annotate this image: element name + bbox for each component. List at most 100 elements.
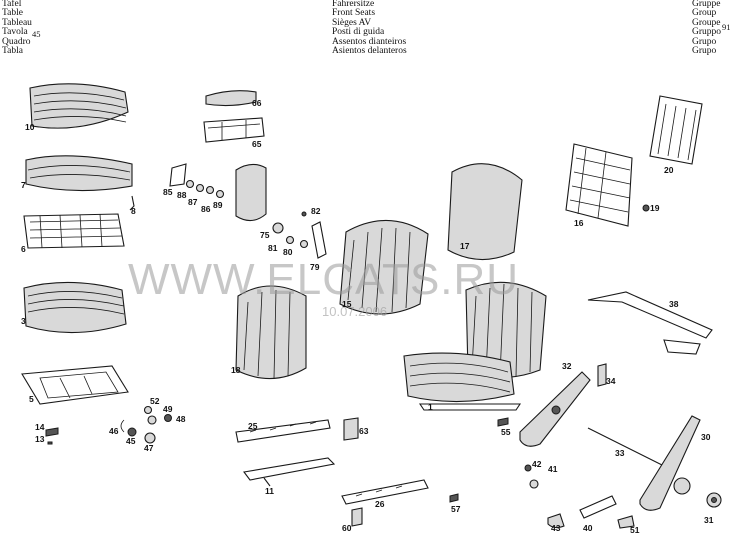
part-32-recliner-plate[interactable]: [519, 371, 591, 447]
header-title-column: Fahrersitze Front Seats Sièges AV Posti …: [332, 0, 407, 56]
part-60-block[interactable]: [351, 507, 363, 527]
part-label-3: 3: [21, 316, 26, 326]
part-label-81: 81: [268, 243, 278, 253]
part-41-42-clip[interactable]: [524, 464, 539, 489]
part-10-cushion-cover[interactable]: [29, 83, 129, 129]
part-6-spring-frame[interactable]: [23, 213, 125, 249]
part-label-86: 86: [201, 204, 211, 214]
part-label-88: 88: [177, 190, 187, 200]
part-19-grommet[interactable]: [642, 204, 650, 212]
part-label-47: 47: [144, 443, 154, 453]
group-es: Grupo: [692, 46, 717, 57]
part-label-41: 41: [548, 464, 558, 474]
part-31-knob[interactable]: [706, 492, 722, 508]
part-label-26: 26: [375, 499, 385, 509]
part-3-cushion[interactable]: [23, 281, 127, 334]
title-it: Posti di guida: [332, 27, 385, 38]
part-label-79: 79: [310, 262, 320, 272]
part-40-51-43-levers[interactable]: [547, 495, 635, 529]
header-table-de: Tafel: [2, 0, 22, 9]
part-label-40: 40: [583, 523, 593, 533]
part-label-11: 11: [265, 486, 274, 496]
part-label-13: 13: [35, 434, 45, 444]
part-26-rail[interactable]: [341, 479, 429, 505]
part-label-87: 87: [188, 197, 198, 207]
part-17-backrest-cover[interactable]: [447, 163, 523, 261]
part-65-tray[interactable]: [203, 117, 265, 143]
part-label-63: 63: [359, 426, 369, 436]
group-number: 91: [722, 22, 731, 32]
group-en: Group: [692, 8, 717, 19]
part-63-block[interactable]: [343, 417, 359, 441]
part-label-18: 18: [231, 365, 241, 375]
part-label-20: 20: [664, 165, 674, 175]
part-30-recliner-plate[interactable]: [639, 415, 701, 511]
header-table-es: Tabla: [2, 46, 23, 57]
header-left-column: Tafel Table Tableau Tavola Quadro Tabla: [2, 0, 32, 56]
part-label-52: 52: [150, 396, 160, 406]
part-label-33: 33: [615, 448, 625, 458]
watermark-date: 10.07.2006: [322, 304, 387, 319]
part-label-16: 16: [574, 218, 584, 228]
part-label-48: 48: [176, 414, 186, 424]
part-label-1: 1: [428, 402, 433, 412]
part-label-75: 75: [260, 230, 270, 240]
part-label-57: 57: [451, 504, 461, 514]
part-label-30: 30: [701, 432, 711, 442]
part-label-7: 7: [21, 180, 26, 190]
title-es: Asientos delanteros: [332, 46, 407, 57]
part-45-52-knobs[interactable]: [120, 405, 172, 444]
part-55-spring[interactable]: [497, 417, 509, 427]
part-85-89-hardware[interactable]: [169, 163, 225, 199]
group-it: Gruppo: [692, 27, 722, 38]
part-label-60: 60: [342, 523, 352, 533]
part-label-80: 80: [283, 247, 293, 257]
part-25-rail[interactable]: [235, 419, 331, 443]
part-11-rail[interactable]: [243, 457, 336, 487]
part-label-8: 8: [131, 206, 136, 216]
title-de: Fahrersitze: [332, 0, 375, 9]
title-en: Front Seats: [332, 8, 376, 19]
part-15-backrest-shell[interactable]: [339, 219, 429, 315]
part-34-latch[interactable]: [597, 363, 607, 387]
part-75-headrest[interactable]: [235, 163, 267, 222]
part-1-seat-assembly[interactable]: [403, 281, 547, 411]
part-33-cross-rod[interactable]: [587, 427, 665, 467]
part-66-pad[interactable]: [205, 90, 257, 107]
part-label-5: 5: [29, 394, 34, 404]
part-label-38: 38: [669, 299, 679, 309]
part-14-13-fasteners[interactable]: [45, 427, 59, 445]
part-label-51: 51: [630, 525, 640, 535]
part-18-backrest-cover[interactable]: [235, 285, 307, 380]
part-label-43: 43: [551, 523, 561, 533]
part-16-spring-frame[interactable]: [565, 143, 633, 227]
part-label-14: 14: [35, 422, 45, 432]
header-table-fr: Tableau: [2, 17, 32, 28]
part-7-cushion-pad[interactable]: [25, 155, 133, 192]
part-label-6: 6: [21, 244, 26, 254]
part-label-42: 42: [532, 459, 542, 469]
title-fr: Sièges AV: [332, 17, 372, 28]
part-38-adjuster-rod[interactable]: [587, 291, 713, 355]
part-label-15: 15: [342, 299, 352, 309]
watermark: WWW.ELCATS.RU: [128, 255, 519, 304]
header-table-pt: Quadro: [2, 36, 31, 47]
part-label-17: 17: [460, 241, 470, 251]
header-table-en: Table: [2, 8, 23, 19]
table-number: 45: [32, 29, 41, 39]
part-label-65: 65: [252, 139, 262, 149]
group-de: Gruppe: [692, 0, 721, 9]
part-57-clip[interactable]: [449, 493, 459, 503]
part-label-32: 32: [562, 361, 572, 371]
part-5-seat-pan[interactable]: [21, 365, 129, 405]
part-8-clip[interactable]: [129, 195, 135, 211]
part-label-25: 25: [248, 421, 258, 431]
part-79-82-bracket[interactable]: [272, 211, 327, 259]
group-pt: Grupo: [692, 36, 717, 47]
part-label-82: 82: [311, 206, 321, 216]
part-label-89: 89: [213, 200, 223, 210]
part-20-backrest-panel[interactable]: [649, 95, 703, 165]
part-label-49: 49: [163, 404, 173, 414]
part-label-55: 55: [501, 427, 511, 437]
